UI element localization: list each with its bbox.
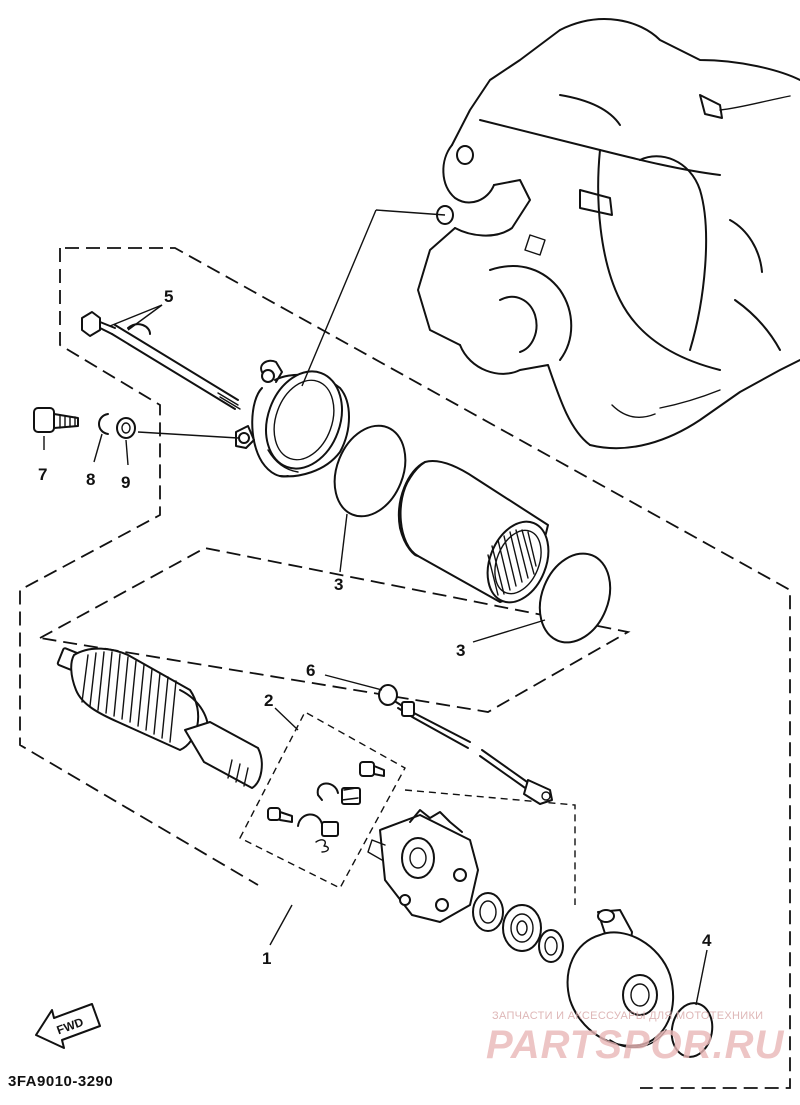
watermark-brand: PARTSPOR.RU	[486, 1023, 785, 1067]
armature	[56, 647, 263, 789]
yoke-housing	[397, 460, 550, 604]
o-ring-lower	[538, 552, 612, 644]
brush-set	[267, 761, 385, 853]
leader-lines	[43, 209, 708, 1006]
rear-cover	[566, 909, 675, 1049]
o-ring-upper	[333, 424, 407, 518]
callout-2: 2	[264, 691, 273, 710]
callout-7: 7	[38, 465, 47, 484]
engine-crankcase	[417, 18, 800, 450]
lead-wire-guide	[404, 789, 576, 905]
bolt-clip-washer	[33, 407, 136, 439]
callout-3-upper: 3	[334, 575, 343, 594]
front-cover	[235, 359, 350, 478]
callout-4: 4	[702, 931, 712, 950]
upper-group-outline	[19, 247, 791, 1089]
callout-5: 5	[164, 287, 173, 306]
through-bolts	[81, 311, 241, 410]
callout-6: 6	[306, 661, 315, 680]
callout-9: 9	[121, 473, 130, 492]
brush-set-outline	[239, 711, 406, 889]
callout-labels: 5 7 8 9 3 3 6 2 1 4	[38, 287, 712, 968]
diagram-code: 3FA9010-3290	[8, 1073, 113, 1090]
armature-group-outline	[37, 547, 631, 713]
callout-8: 8	[86, 470, 95, 489]
brush-holder	[367, 809, 479, 923]
fwd-arrow-icon: FWD	[35, 1003, 101, 1049]
watermark: ЗАПЧАСТИ И АКСЕССУАРЫ ДЛЯ МОТОТЕХНИКИ PA…	[486, 1010, 785, 1067]
lead-wire	[378, 684, 553, 805]
callout-3-lower: 3	[456, 641, 465, 660]
bearing-and-washers	[472, 892, 564, 963]
watermark-tagline: ЗАПЧАСТИ И АКСЕССУАРЫ ДЛЯ МОТОТЕХНИКИ	[492, 1010, 763, 1022]
callout-1: 1	[262, 949, 271, 968]
